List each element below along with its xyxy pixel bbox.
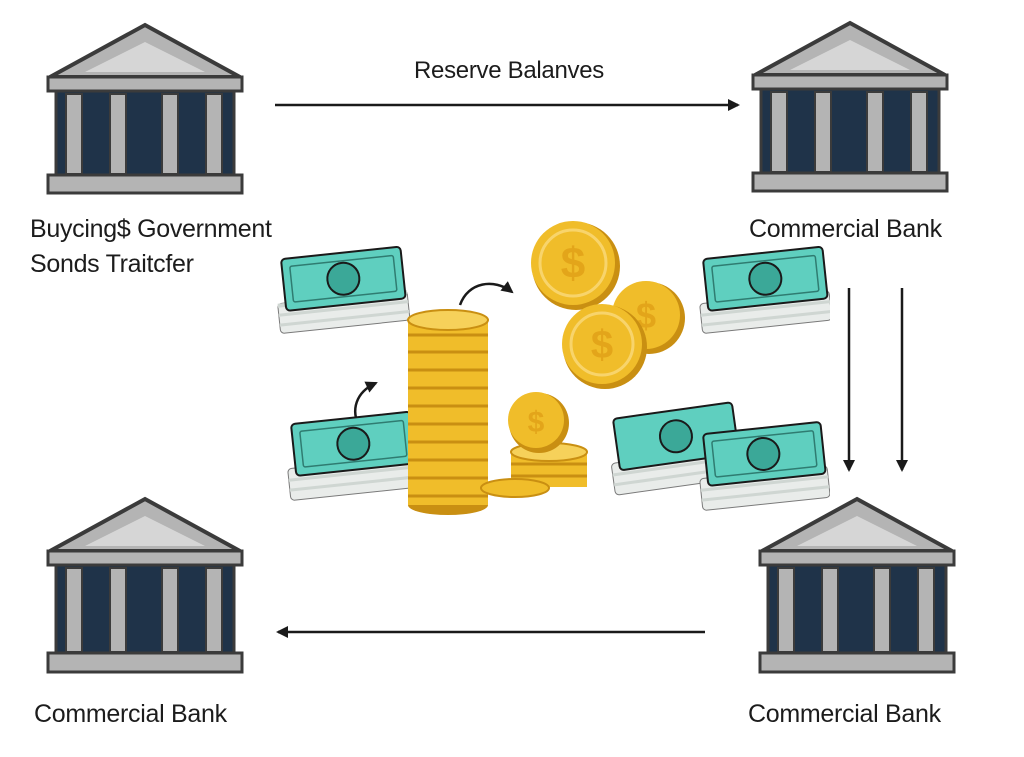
svg-text:$: $ (591, 323, 613, 367)
reserve-balances-label: Reserve Balanves (414, 57, 604, 84)
bank-building-icon (46, 496, 244, 674)
cash-stack-icon (277, 246, 411, 334)
dollar-coin-icon: $ (531, 221, 620, 310)
svg-text:$: $ (561, 239, 585, 288)
bank-building-icon (46, 22, 244, 195)
commercial-bank-bottom-left-label: Commercial Bank (34, 700, 227, 728)
commercial-bank-bottom-right-label: Commercial Bank (748, 700, 941, 728)
money-illustration: $ $ $ $ (277, 221, 830, 515)
bank-building-icon (758, 496, 956, 674)
dollar-coin-icon: $ (562, 304, 647, 389)
curved-arrow-top (458, 281, 514, 306)
cash-stack-icon (287, 411, 421, 501)
cash-stack-icon (699, 421, 830, 511)
coin-stack-icon (407, 309, 489, 515)
dollar-coin-icon: $ (508, 392, 569, 453)
cash-stack-icon (699, 246, 830, 334)
bank-building-icon (751, 20, 949, 193)
bonds-transfer-label: Sonds Traitcfer (30, 250, 208, 278)
buying-government-label: Buycing$ Government (30, 215, 272, 243)
commercial-bank-top-right-label: Commercial Bank (749, 215, 942, 243)
svg-text:$: $ (528, 406, 545, 439)
